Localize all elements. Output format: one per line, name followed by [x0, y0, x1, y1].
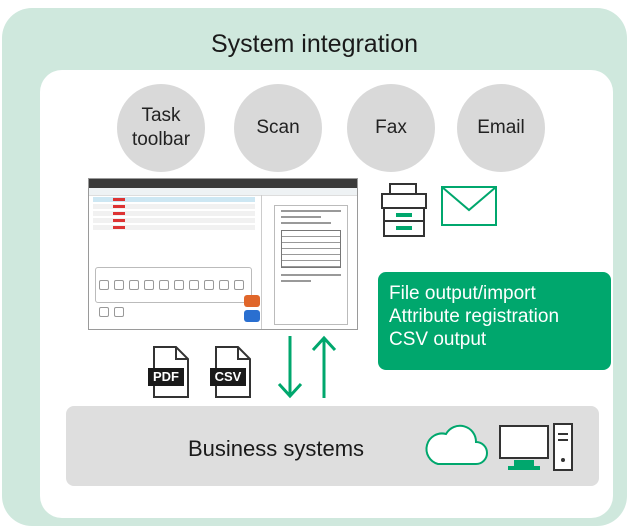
output-features-box: File output/import Attribute registratio…: [378, 272, 611, 370]
task-toolbar-label: Task toolbar: [131, 105, 191, 150]
email-envelope-icon: [441, 186, 497, 226]
data-flow-arrows: [277, 335, 337, 399]
scan-label: Scan: [256, 117, 300, 139]
fax-circle: Fax: [347, 84, 435, 172]
cloud-icon: [425, 424, 488, 465]
desktop-computer-icon: [499, 423, 573, 471]
screenshot-titlebar: [89, 179, 357, 188]
email-label: Email: [477, 117, 525, 139]
output-line-file: File output/import: [389, 283, 536, 304]
business-systems-label: Business systems: [188, 436, 365, 461]
application-screenshot: [88, 178, 358, 330]
screenshot-preview: [261, 195, 357, 329]
screenshot-task-toolbar: [95, 267, 252, 317]
fax-label: Fax: [375, 117, 407, 139]
pdf-label: PDF: [148, 368, 184, 386]
multifunction-printer-icon: [381, 183, 427, 237]
screenshot-file-list: [89, 195, 259, 329]
up-arrow-icon: [311, 335, 337, 398]
screenshot-device-icon: [242, 295, 262, 325]
down-arrow-icon: [277, 336, 303, 399]
csv-file-icon: CSV: [210, 346, 254, 398]
email-circle: Email: [457, 84, 545, 172]
csv-label: CSV: [210, 368, 246, 386]
scan-circle: Scan: [234, 84, 322, 172]
panel-title: System integration: [210, 30, 419, 58]
output-line-csv: CSV output: [389, 329, 487, 350]
pdf-file-icon: PDF: [148, 346, 192, 398]
task-toolbar-circle: Task toolbar: [117, 84, 205, 172]
screenshot-document: [274, 205, 348, 325]
output-line-attribute: Attribute registration: [389, 306, 560, 327]
screenshot-toolbar: [89, 188, 357, 196]
